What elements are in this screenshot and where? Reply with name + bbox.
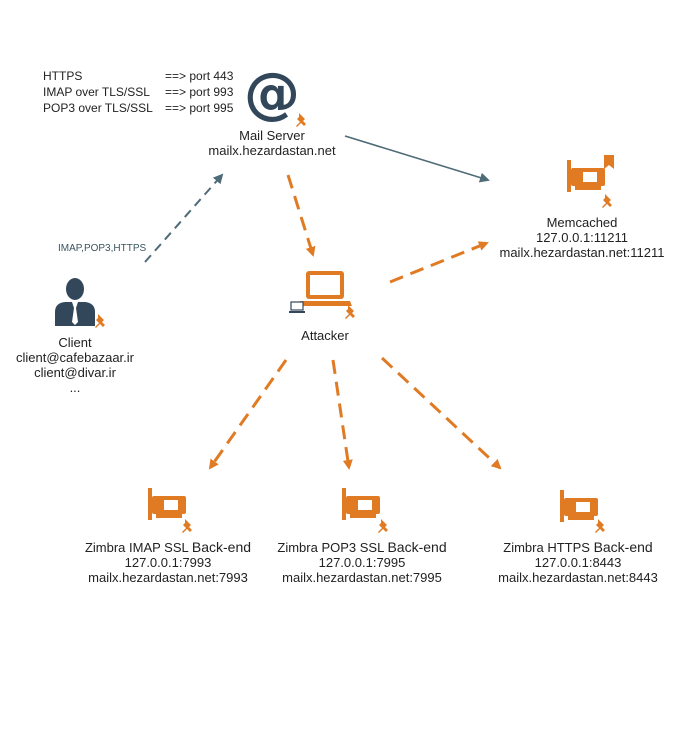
- network-card-icon: [560, 490, 598, 522]
- network-card-icon: [342, 488, 380, 520]
- backend-name: Zimbra HTTPS: [503, 540, 590, 555]
- client-title: Client: [58, 335, 92, 350]
- edge-attacker-to-memcached: [389, 241, 489, 284]
- pin-icon: [296, 113, 306, 127]
- backend-node-label: Zimbra POP3 SSL Back-end 127.0.0.1:7995 …: [277, 539, 447, 586]
- backend-suffix: Back-end: [593, 539, 653, 555]
- backend-suffix: Back-end: [387, 539, 447, 555]
- port-mapping-row: POP3 over TLS/SSL ==> port 995: [43, 100, 233, 116]
- pin-icon: [182, 519, 192, 533]
- pin-icon: [602, 194, 612, 208]
- mail-server-host: mailx.hezardastan.net: [208, 143, 336, 158]
- client-link-label: IMAP,POP3,HTTPS: [58, 243, 147, 254]
- svg-text:@: @: [244, 61, 300, 126]
- edge-mailserver-to-attacker: [286, 174, 316, 257]
- client-email: client@divar.ir: [34, 365, 116, 380]
- port-protocol: HTTPS: [43, 69, 83, 83]
- port-number: ==> port 443: [165, 69, 234, 83]
- pin-icon: [345, 305, 355, 319]
- backend-host: mailx.hezardastan.net:8443: [498, 570, 658, 585]
- backend-name: Zimbra IMAP SSL: [84, 540, 189, 555]
- port-mapping-list: HTTPS ==> port 443 IMAP over TLS/SSL ==> p…: [43, 68, 233, 116]
- port-mapping-row: HTTPS ==> port 443: [43, 68, 233, 84]
- backend-node-label: Zimbra IMAP SSL Back-end 127.0.0.1:7993 …: [84, 539, 252, 586]
- edge-client-to-mailserver: [144, 173, 224, 263]
- memcached-address: 127.0.0.1:11211: [535, 230, 629, 245]
- pin-icon: [378, 519, 388, 533]
- client-more: ...: [69, 380, 81, 395]
- backend-suffix: Back-end: [191, 539, 252, 555]
- memcached-node-label: Memcached 127.0.0.1:11211 mailx.hezardas…: [499, 215, 664, 260]
- client-email: client@cafebazaar.ir: [16, 350, 134, 365]
- network-card-icon: [567, 160, 605, 192]
- network-card-icon: [148, 488, 186, 520]
- pin-icon: [595, 519, 605, 533]
- small-laptop-icon: [289, 301, 305, 313]
- backend-host: mailx.hezardastan.net:7993: [88, 570, 248, 585]
- client-node-label: Client client@cafebazaar.ir client@divar…: [16, 335, 134, 395]
- mail-server-title: Mail Server: [239, 128, 305, 143]
- at-sign-icon: @: [244, 61, 300, 126]
- user-icon: [55, 278, 95, 326]
- port-number: ==> port 995: [165, 101, 234, 115]
- port-protocol: POP3 over TLS/SSL: [43, 101, 153, 115]
- port-protocol: IMAP over TLS/SSL: [43, 85, 150, 99]
- memcached-title: Memcached: [546, 215, 618, 230]
- backend-name: Zimbra POP3 SSL: [277, 540, 384, 555]
- memcached-host: mailx.hezardastan.net:11211: [499, 245, 665, 260]
- backend-address: 127.0.0.1:7995: [318, 555, 406, 570]
- edge-attacker-to-https-backend: [380, 356, 502, 470]
- edge-attacker-to-imap-backend: [208, 359, 288, 470]
- port-mapping-row: IMAP over TLS/SSL ==> port 993: [43, 84, 233, 100]
- backend-address: 127.0.0.1:8443: [534, 555, 622, 570]
- laptop-icon: [298, 271, 352, 306]
- edge-attacker-to-pop3-backend: [331, 359, 353, 470]
- pin-icon: [95, 314, 105, 328]
- bookmark-icon: [604, 155, 614, 169]
- backend-address: 127.0.0.1:7993: [124, 555, 212, 570]
- backend-host: mailx.hezardastan.net:7995: [282, 570, 442, 585]
- port-number: ==> port 993: [165, 85, 234, 99]
- attacker-node-label: Attacker: [301, 328, 349, 343]
- backend-node-label: Zimbra HTTPS Back-end 127.0.0.1:8443 mai…: [498, 539, 658, 586]
- edge-mailserver-to-memcached: [344, 135, 490, 183]
- mail-server-node-label: Mail Server mailx.hezardastan.net: [208, 128, 335, 158]
